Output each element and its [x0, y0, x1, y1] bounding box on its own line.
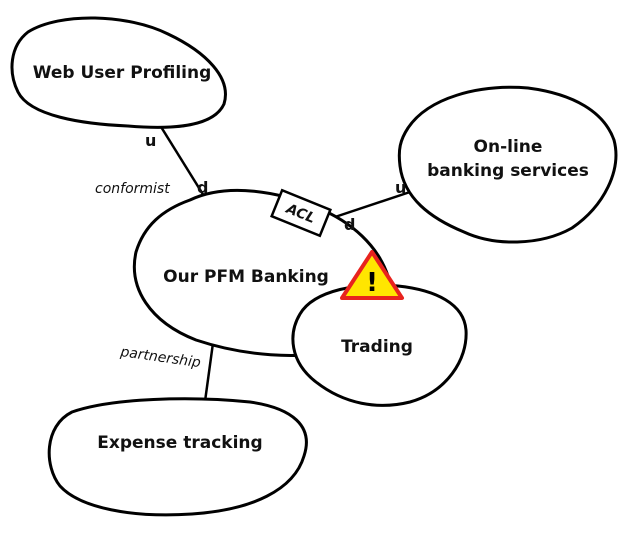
- warning-mark: !: [366, 268, 378, 298]
- label-pfm-banking: Our PFM Banking: [163, 267, 329, 287]
- label-online-banking-line1: On-line: [474, 137, 543, 157]
- relationship-conformist: conformist: [95, 181, 170, 197]
- label-trading: Trading: [341, 337, 413, 357]
- acl-translator: ACL: [270, 188, 332, 238]
- downstream-marker-pfm-conformist: d: [197, 178, 208, 197]
- context-expense-tracking: [47, 397, 308, 517]
- link-profiling-pfm: [156, 121, 206, 197]
- warning-triangle-icon: !: [340, 250, 404, 300]
- acl-box: [270, 188, 332, 238]
- relationship-partnership: partnership: [118, 344, 201, 371]
- context-web-user-profiling: [10, 16, 227, 129]
- label-expense-tracking: Expense tracking: [97, 433, 262, 453]
- context-online-banking: [397, 85, 618, 244]
- upstream-marker-online-banking: u: [395, 178, 406, 197]
- upstream-marker-profiling: u: [145, 131, 156, 150]
- label-online-banking-line2: banking services: [427, 161, 589, 181]
- label-web-user-profiling: Web User Profiling: [33, 63, 212, 83]
- downstream-marker-pfm-acl: d: [344, 215, 355, 234]
